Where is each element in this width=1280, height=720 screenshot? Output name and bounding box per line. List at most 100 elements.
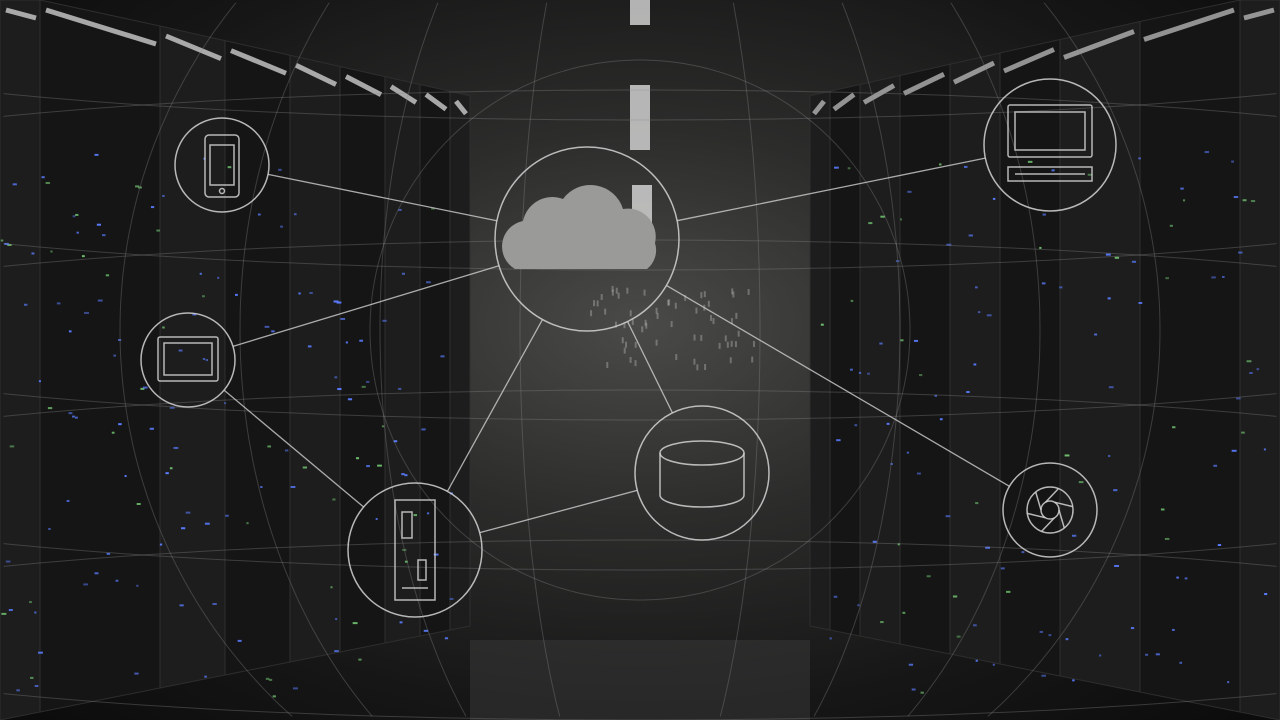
rack-led: [590, 310, 593, 317]
rack-led: [1145, 653, 1149, 656]
rack-led: [973, 363, 977, 366]
right-rack-panel: [809, 90, 831, 631]
rack-led: [696, 364, 699, 371]
rack-led: [265, 677, 270, 680]
rack-led: [381, 425, 385, 428]
rack-led: [634, 341, 637, 348]
rack-led: [237, 639, 242, 642]
tablet-icon: [157, 336, 219, 382]
rack-led: [426, 512, 430, 515]
rack-led: [31, 252, 35, 255]
rack-led: [199, 272, 202, 275]
rack-led: [267, 445, 272, 448]
rack-led: [718, 342, 721, 349]
rack-led: [1027, 160, 1033, 163]
rack-led: [235, 293, 238, 296]
rack-led: [867, 372, 870, 375]
node-server: [347, 482, 483, 618]
rack-led: [847, 167, 851, 170]
globe-outline: [987, 329, 1161, 717]
globe-outline: [1043, 2, 1161, 331]
rack-led: [1179, 661, 1183, 664]
rack-led: [645, 322, 648, 329]
rack-led: [908, 663, 914, 666]
rack-led: [1155, 653, 1160, 656]
desktop-computer-icon: [1007, 104, 1093, 182]
rack-led: [81, 255, 85, 258]
rack-led: [16, 689, 20, 692]
rack-led: [56, 302, 61, 305]
node-camera: [1002, 462, 1098, 558]
rack-led: [138, 186, 142, 189]
rack-led: [217, 276, 220, 279]
rack-led: [162, 326, 165, 329]
rack-led: [712, 318, 715, 325]
database-icon: [659, 440, 745, 508]
rack-led: [667, 299, 670, 306]
rack-led: [1094, 333, 1098, 336]
rack-led: [136, 502, 141, 505]
rack-led: [606, 361, 609, 368]
rack-led: [1072, 679, 1075, 682]
rack-led: [623, 322, 626, 329]
camera-aperture-icon: [1026, 486, 1074, 534]
rack-led: [614, 321, 617, 328]
rack-led: [192, 313, 197, 316]
rack-led: [621, 337, 624, 344]
rack-led: [29, 601, 32, 604]
rack-led: [977, 311, 981, 314]
rack-led: [423, 629, 429, 632]
ceiling-light: [454, 99, 468, 116]
left-rack-panel: [159, 25, 226, 689]
rack-led: [212, 602, 217, 605]
globe-parallel: [3, 393, 1277, 421]
rack-led: [404, 560, 408, 563]
rack-led: [963, 165, 968, 168]
rack-led: [986, 314, 992, 317]
rack-led: [918, 374, 923, 377]
rack-led: [205, 359, 209, 362]
rack-led: [268, 678, 273, 681]
node-monitor: [983, 78, 1117, 212]
rack-led: [747, 289, 750, 296]
rack-led: [142, 386, 148, 389]
rack-led: [975, 286, 978, 289]
rack-led: [111, 431, 115, 434]
rack-led: [5, 560, 11, 563]
network-links: [223, 157, 1010, 534]
ceiling-light: [630, 85, 650, 150]
rack-led: [1183, 199, 1186, 202]
rack-led: [106, 552, 111, 555]
rack-led: [84, 311, 90, 314]
globe-inner: [369, 59, 911, 601]
rack-led: [302, 466, 308, 469]
rack-led: [1249, 372, 1253, 375]
ceiling-light: [1003, 47, 1055, 74]
rack-led: [1130, 627, 1135, 630]
rack-led: [202, 358, 206, 361]
rack-led: [366, 380, 370, 383]
rack-led: [655, 339, 658, 346]
rack-led: [401, 473, 405, 476]
rack-led: [1263, 448, 1266, 451]
rack-led: [1241, 431, 1245, 434]
rack-led: [185, 511, 191, 514]
rack-led: [611, 285, 614, 292]
rack-led: [731, 288, 734, 295]
rack-led: [1039, 630, 1044, 633]
rack-led: [751, 356, 754, 363]
smartphone-icon: [204, 134, 240, 198]
rack-led: [72, 415, 75, 418]
rack-led: [227, 166, 232, 169]
node-circle: [347, 482, 483, 618]
floor: [470, 640, 810, 720]
rack-led: [156, 229, 160, 232]
rack-led: [1242, 199, 1247, 202]
rack-led: [280, 225, 283, 228]
rack-led: [626, 287, 629, 294]
rack-led: [1264, 593, 1268, 596]
globe-meridian: [732, 2, 761, 330]
rack-led: [271, 330, 275, 333]
ceiling-light: [1143, 7, 1235, 42]
rack-led: [361, 385, 366, 388]
